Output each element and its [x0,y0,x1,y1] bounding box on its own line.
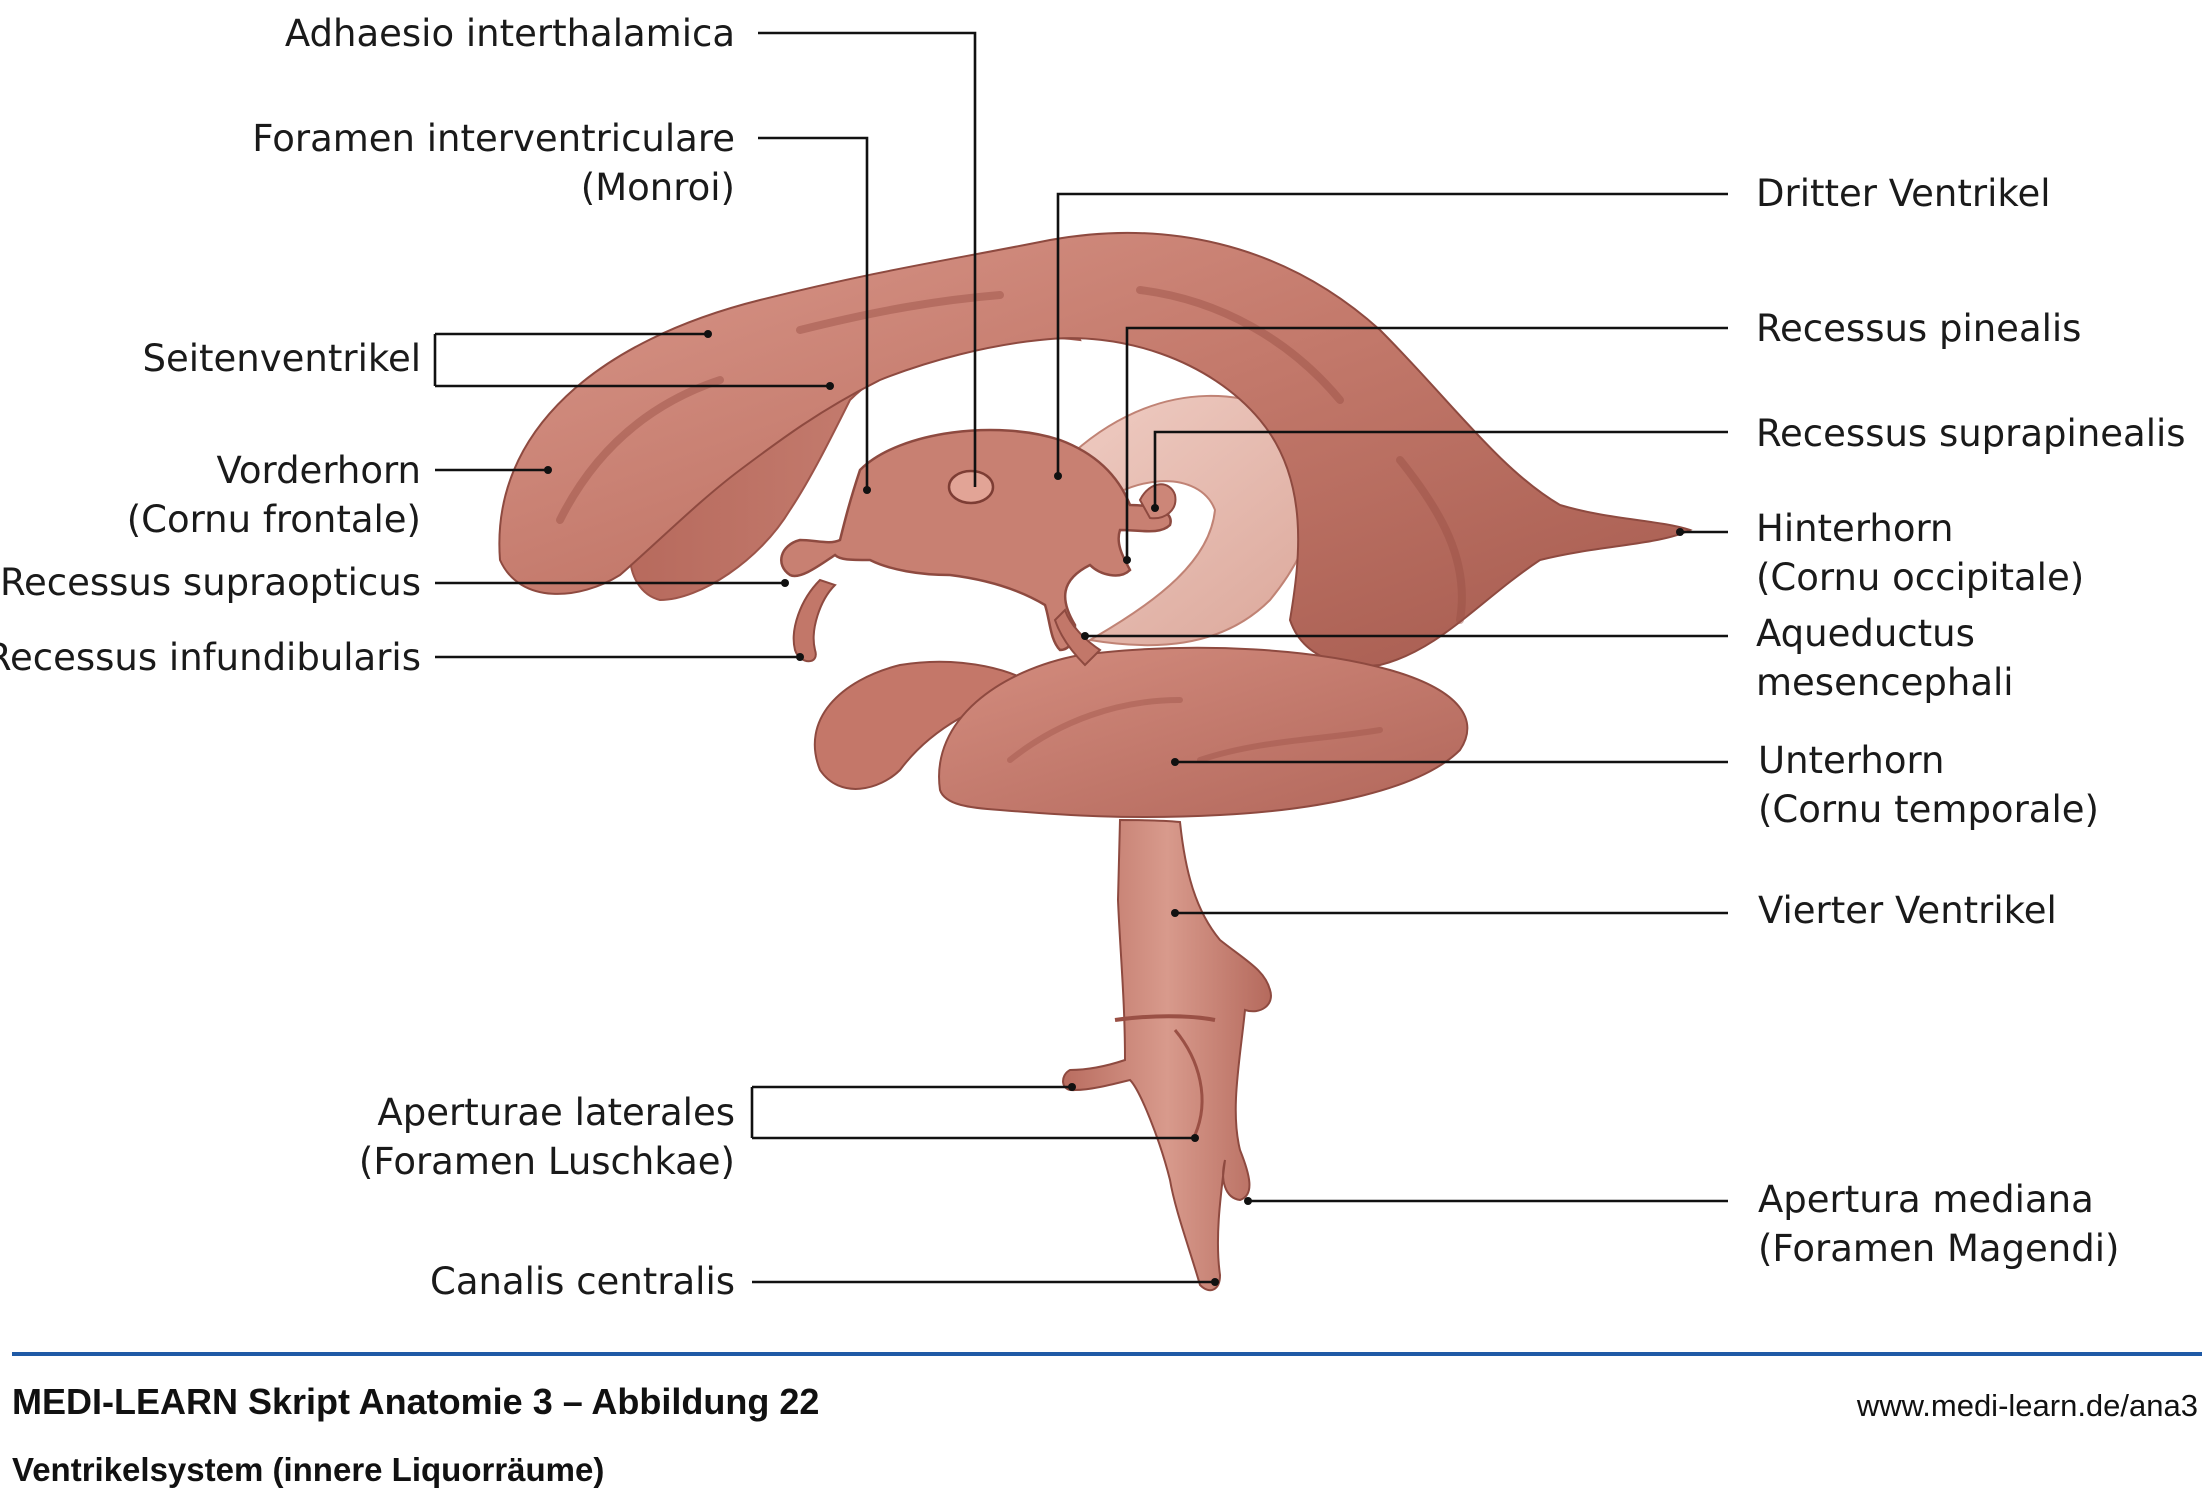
footer-url-link[interactable]: www.medi-learn.de/ana3 [1856,1388,2198,1423]
label-canalis-centralis: Canalis centralis [430,1257,735,1306]
label-text: Seitenventrikel [142,337,421,380]
line-adhaesio [758,31,977,487]
label-text: Aqueductus [1756,612,1975,655]
label-text: Aperturae laterales [377,1091,735,1134]
leader-dots [544,330,1684,1286]
line-pinealis [1125,326,1728,560]
label-text: Unterhorn [1758,739,1945,782]
label-dritter-ventrikel: Dritter Ventrikel [1756,169,2051,218]
label-recessus-supraopticus: Recessus supraopticus [0,558,421,607]
recessus-infundibularis-shape [792,578,837,663]
label-recessus-infundibularis: Recessus infundibularis [0,633,421,682]
label-text: Recessus infundibularis [0,636,421,679]
label-text: Vorderhorn [216,449,421,492]
label-adhaesio-interthalamica: Adhaesio interthalamica [285,9,735,58]
temporal-shading [1007,697,1383,763]
line-dritter [1056,192,1728,476]
fourth-ventricle [1062,818,1272,1292]
label-vierter-ventrikel: Vierter Ventrikel [1758,886,2057,935]
label-text: (Monroi) [580,166,735,209]
fourth-ventricle-fold [1173,1029,1204,1136]
label-text: Recessus pinealis [1756,307,2082,350]
label-recessus-pinealis: Recessus pinealis [1756,304,2081,353]
label-text: (Foramen Luschkae) [358,1140,735,1183]
label-foramen-interventriculare: Foramen interventriculare (Monroi) [252,114,735,212]
label-text: Hinterhorn [1756,507,1954,550]
label-text: Canalis centralis [429,1260,735,1303]
label-seitenventrikel: Seitenventrikel [142,334,421,383]
label-text: (Foramen Magendi) [1758,1227,2120,1270]
third-ventricle [780,428,1172,652]
label-recessus-suprapinealis: Recessus suprapinealis [1756,409,2186,458]
label-text: Apertura mediana [1758,1178,2094,1221]
footer-subtitle: Ventrikelsystem (innere Liquorräume) [12,1451,605,1488]
temporal-horn-right [938,646,1469,819]
label-vorderhorn: Vorderhorn (Cornu frontale) [127,446,421,544]
adhaesio-interthalamica-shape [947,469,995,505]
lateral-ventricle-front [498,231,1693,667]
label-text: Adhaesio interthalamica [284,12,735,55]
fourth-ventricle-ridge [1114,1014,1216,1022]
recessus-suprapinealis-shape [1138,483,1177,520]
label-unterhorn: Unterhorn (Cornu temporale) [1758,736,2099,834]
label-text: Foramen interventriculare [252,117,735,160]
label-text: Vierter Ventrikel [1758,889,2057,932]
footer-title: MEDI-LEARN Skript Anatomie 3 – Abbildung… [12,1381,820,1422]
label-text: Recessus suprapinealis [1756,412,2186,455]
footer-divider [12,1352,2202,1356]
label-text: mesencephali [1756,661,2014,704]
line-suprapinealis [1153,430,1728,508]
leader-lines [433,31,1728,1284]
label-text: Recessus supraopticus [0,561,421,604]
label-apertura-mediana: Apertura mediana (Foramen Magendi) [1758,1175,2119,1273]
label-hinterhorn: Hinterhorn (Cornu occipitale) [1756,504,2084,602]
label-text: Dritter Ventrikel [1756,172,2051,215]
label-text: (Cornu occipitale) [1756,556,2085,599]
label-text: (Cornu temporale) [1758,788,2099,831]
label-text: (Cornu frontale) [126,498,421,541]
label-aqueductus-mesencephali: Aqueductus mesencephali [1756,609,2014,707]
aqueductus-mesencephali-shape [1053,608,1102,667]
arch-shading [556,286,1466,624]
line-foramen [758,136,869,490]
label-aperturae-laterales: Aperturae laterales (Foramen Luschkae) [359,1088,735,1186]
